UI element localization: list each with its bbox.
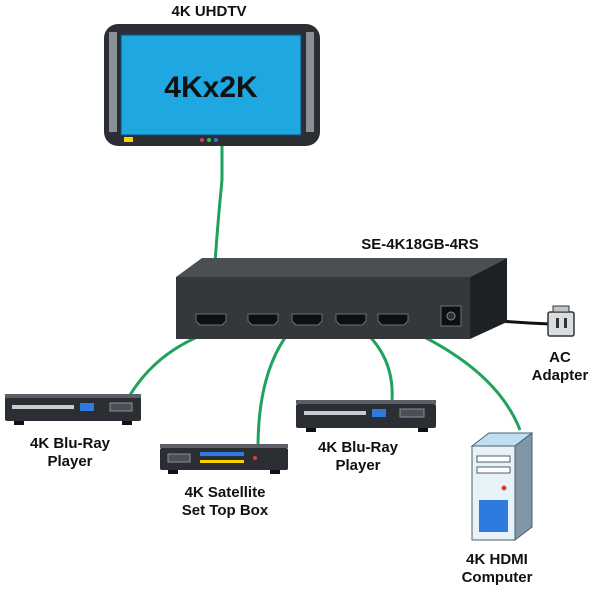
cable-satellite [256,318,302,449]
ac-adapter: AC Adapter [532,305,589,384]
tv-speaker-right [306,32,314,132]
switch-front [176,277,470,339]
tv-led-green [207,138,211,142]
bluray1-display [109,402,133,412]
computer: 4K HDMI Computer [462,431,534,586]
satellite-top [160,444,288,448]
hdmi-ports [195,313,409,326]
satellite-display [167,453,191,463]
bluray2-foot-right [418,428,428,432]
bluray1-top [5,394,141,398]
tv-led-blue [214,138,218,142]
switch-label: SE-4K18GB-4RS [361,236,479,253]
bluray2-label-line2: Player [335,457,380,474]
hdmi-port-2 [291,313,323,326]
ac-prong-left [556,318,559,328]
tv-label: 4K UHDTV [171,3,246,20]
tv-led-red [200,138,204,142]
ac-label-line2: Adapter [532,367,589,384]
tv-screen-text: 4Kx2K [164,71,258,104]
power-jack-hole [446,311,456,321]
switch: SE-4K18GB-4RS [176,236,507,339]
hdmi-port-output [195,313,227,326]
ac-label-line1: AC [549,349,571,366]
bluray2-tray [304,411,366,415]
bluray2-display [399,408,425,418]
satellite-box: 4K Satellite Set Top Box [160,444,288,519]
computer-drive-2 [476,466,511,474]
bluray2-buttons [372,409,386,417]
computer-grille [479,500,508,532]
tv-screen [120,34,302,136]
computer-drive-1 [476,455,511,463]
tv: 4K UHDTV 4Kx2K [104,3,320,146]
ac-plug-top [552,305,570,313]
computer-power-led [501,485,507,491]
hdmi-port-3 [335,313,367,326]
bluray2-top [296,400,436,404]
computer-label-line2: Computer [462,569,533,586]
computer-side [514,431,533,542]
ac-prong-right [564,318,567,328]
bluray1-foot-left [14,421,24,425]
hdmi-port-1 [247,313,279,326]
satellite-foot-right [270,470,280,474]
tv-power-light [124,137,133,142]
satellite-foot-left [168,470,178,474]
satellite-stripe-yellow [200,460,244,463]
ac-plug-body [547,311,575,337]
tv-speaker-left [109,32,117,132]
bluray1-buttons [80,403,94,411]
bluray-player-1: 4K Blu-Ray Player [5,394,141,470]
computer-label-line1: 4K HDMI [466,551,528,568]
bluray1-label-line2: Player [47,453,92,470]
satellite-label-line2: Set Top Box [182,502,269,519]
satellite-body [160,448,288,470]
switch-top [176,258,507,277]
bluray1-tray [12,405,74,409]
satellite-label-line1: 4K Satellite [185,484,266,501]
bluray1-label-line1: 4K Blu-Ray [30,435,111,452]
satellite-stripe-blue [200,452,244,456]
bluray2-label-line1: 4K Blu-Ray [318,439,399,456]
satellite-led [253,456,257,460]
bluray2-foot-left [306,428,316,432]
bluray-player-2: 4K Blu-Ray Player [296,400,436,474]
switch-side [470,258,507,339]
bluray1-foot-right [122,421,132,425]
hdmi-port-4 [377,313,409,326]
